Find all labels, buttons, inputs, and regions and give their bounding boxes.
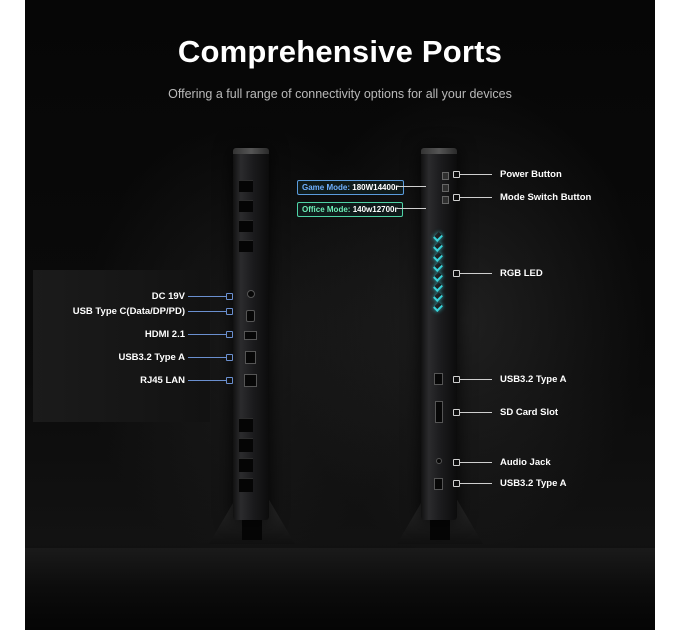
mode-switch-button (442, 184, 449, 192)
vent-slot (239, 220, 253, 232)
callout-line (459, 197, 492, 198)
floor-shelf (25, 548, 655, 610)
vent-slot (239, 180, 253, 192)
usb-c-port (246, 310, 255, 322)
callout-marker (226, 331, 233, 338)
mini-pc-left-side (233, 148, 269, 520)
callout-marker (226, 308, 233, 315)
callout-line (397, 208, 426, 209)
mini-pc-right-side (421, 148, 457, 520)
vent-slot (239, 478, 253, 492)
callout-marker (226, 377, 233, 384)
vent-slot (239, 200, 253, 212)
office-mode-key: Office Mode: (302, 205, 351, 214)
vent-slot (239, 438, 253, 452)
rgb-led-chevron (433, 272, 443, 282)
rgb-led-chevron (433, 282, 443, 292)
label-usb32-type-a-left: USB3.2 Type A (118, 352, 185, 363)
power-button (442, 172, 449, 180)
vent-slot (239, 458, 253, 472)
rgb-led-chevron (433, 302, 443, 312)
audio-jack (436, 458, 442, 464)
callout-marker (226, 293, 233, 300)
sd-card-slot (435, 401, 443, 423)
callout-line (459, 273, 492, 274)
label-usb32-type-a-right-1: USB3.2 Type A (500, 374, 567, 385)
office-mode-badge: Office Mode: 140w12700r (297, 202, 403, 217)
callout-marker (226, 354, 233, 361)
rgb-led-chevron (433, 232, 443, 242)
left-label-panel (33, 270, 210, 422)
game-mode-value: 180W14400r (352, 183, 399, 192)
product-banner: Comprehensive Ports Offering a full rang… (25, 0, 655, 630)
callout-line (459, 379, 492, 380)
callout-line (459, 174, 492, 175)
label-dc-19v: DC 19V (151, 291, 185, 302)
label-hdmi: HDMI 2.1 (144, 329, 185, 340)
usb-a-port (434, 373, 443, 385)
office-mode-value: 140w12700r (352, 205, 398, 214)
page-title: Comprehensive Ports (177, 34, 503, 69)
rj45-port (244, 374, 257, 387)
rgb-led-chevron (433, 262, 443, 272)
callout-line (188, 311, 226, 312)
hdmi-port (244, 331, 257, 340)
label-rgb-led: RGB LED (500, 268, 543, 279)
rgb-led-chevron (433, 292, 443, 302)
page-subtitle: Offering a full range of connectivity op… (168, 87, 512, 101)
label-audio-jack: Audio Jack (500, 457, 551, 468)
callout-line (459, 462, 492, 463)
usb-a-port (245, 351, 256, 364)
label-mode-switch-button: Mode Switch Button (500, 192, 592, 203)
label-rj45-lan: RJ45 LAN (140, 375, 185, 386)
rgb-led-chevron (433, 252, 443, 262)
callout-line (188, 334, 226, 335)
callout-line (188, 380, 226, 381)
vent-slot (239, 240, 253, 252)
callout-line (397, 186, 426, 187)
label-sd-card-slot: SD Card Slot (500, 407, 559, 418)
indicator-button (442, 196, 449, 204)
dc-port (247, 290, 255, 298)
game-mode-badge: Game Mode: 180W14400r (297, 180, 404, 195)
callout-line (459, 412, 492, 413)
callout-line (188, 357, 226, 358)
label-usb32-type-a-right-2: USB3.2 Type A (500, 478, 567, 489)
game-mode-key: Game Mode: (302, 183, 351, 192)
label-power-button: Power Button (500, 169, 562, 180)
label-usb-type-c: USB Type C(Data/DP/PD) (72, 306, 185, 317)
usb-a-port (434, 478, 443, 490)
vent-slot (239, 418, 253, 432)
callout-line (188, 296, 226, 297)
callout-line (459, 483, 492, 484)
rgb-led-chevron (433, 242, 443, 252)
